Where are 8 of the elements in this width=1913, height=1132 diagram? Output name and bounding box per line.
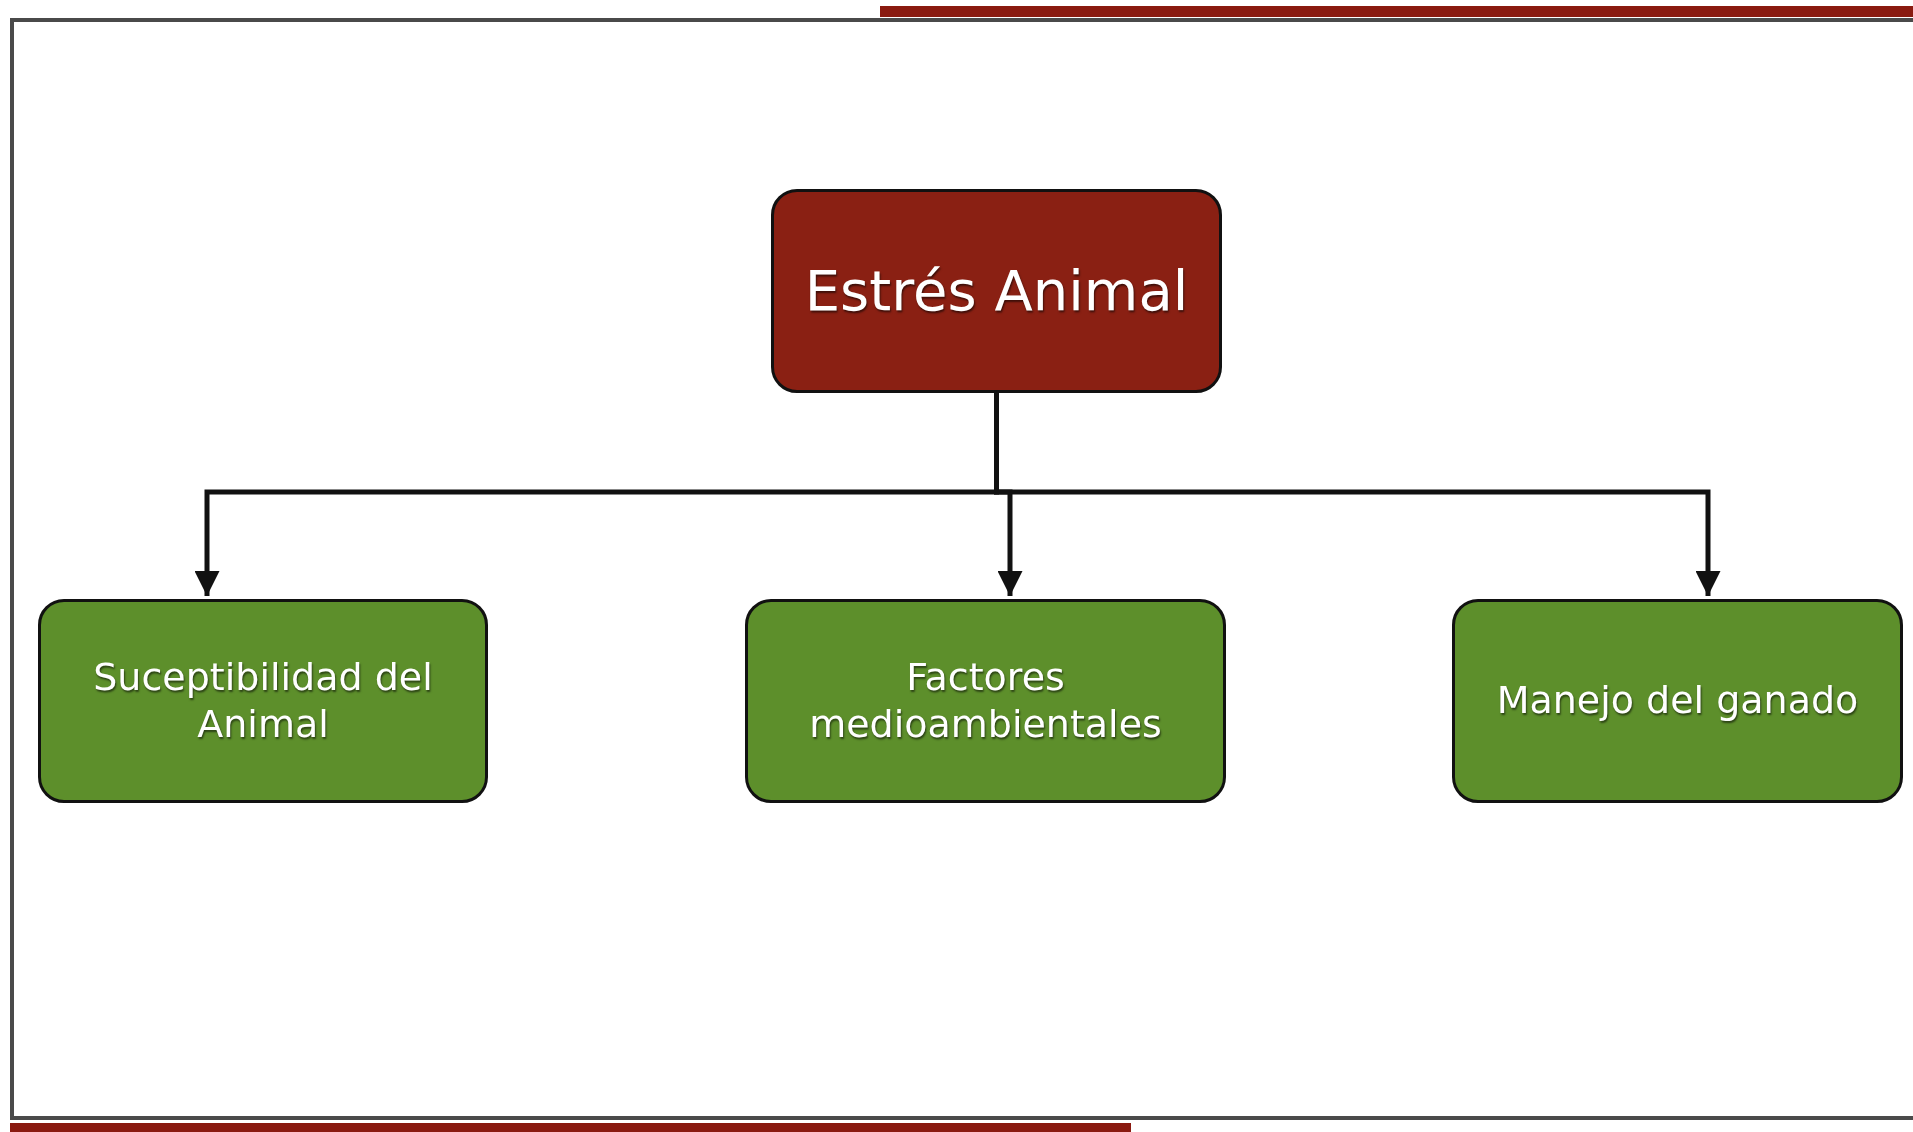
node-label: Factores medioambientales bbox=[808, 653, 1163, 748]
node-label: Suceptibilidad del Animal bbox=[92, 653, 434, 748]
category-box bbox=[1452, 599, 1903, 803]
category-box bbox=[745, 599, 1226, 803]
category-box bbox=[38, 599, 488, 803]
node-label: Estrés Animal bbox=[804, 257, 1189, 325]
root-box bbox=[771, 189, 1222, 393]
node-label: Manejo del ganado bbox=[1496, 677, 1859, 725]
